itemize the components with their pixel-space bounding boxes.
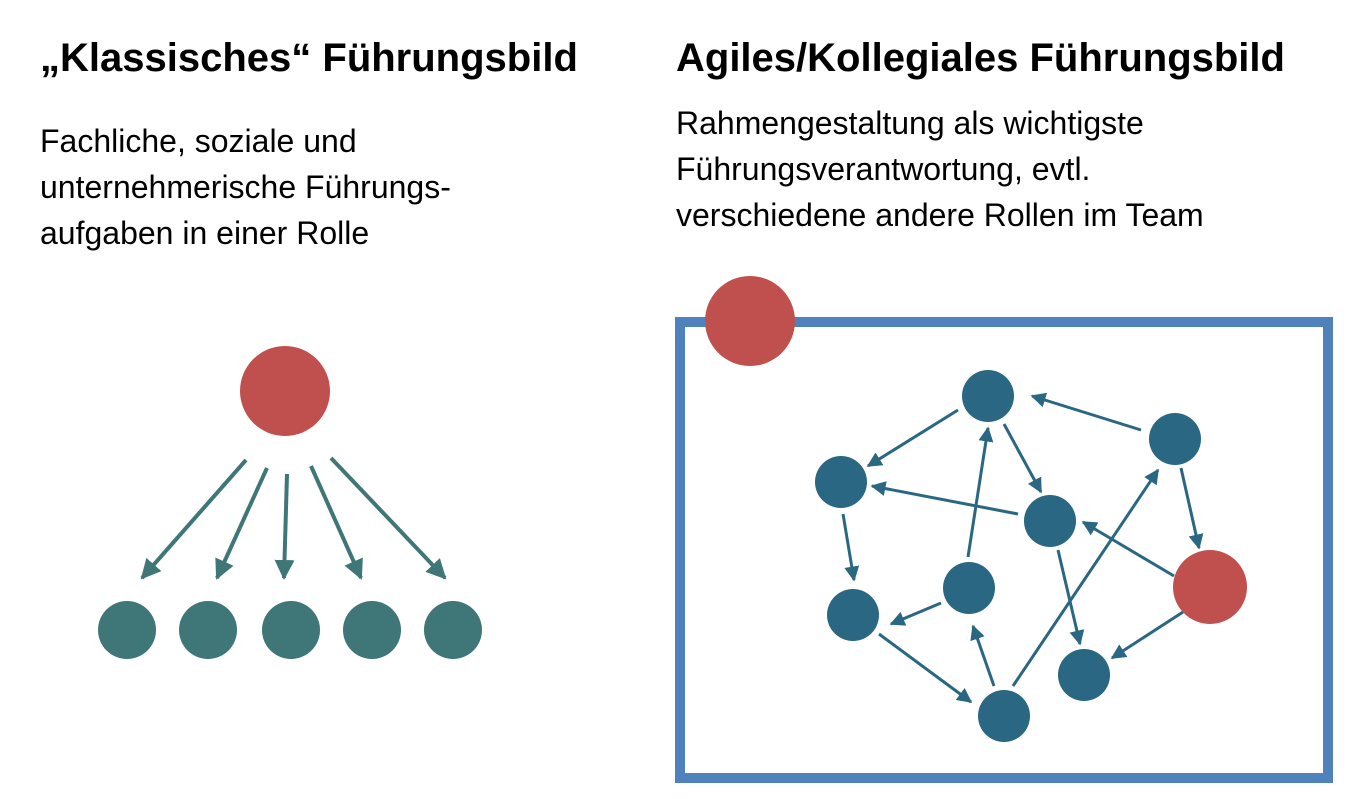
agile-arrow [1179, 467, 1204, 550]
classic-leadership-description: Fachliche, soziale und unternehmerische … [40, 118, 451, 256]
classic-leader-node [240, 346, 330, 436]
agile-arrow [1056, 549, 1085, 646]
agile-leadership-description: Rahmengestaltung als wichtigste Führungs… [676, 100, 1204, 238]
classic-description-line-3: aufgaben in einer Rolle [40, 215, 370, 251]
classic-arrow [140, 458, 248, 580]
classic-team-member-node [424, 601, 482, 659]
agile-team-leader-node [1173, 550, 1247, 624]
classic-description-line-2: unternehmerische Führungs- [40, 169, 451, 205]
agile-arrow [1011, 468, 1160, 687]
agile-arrow [970, 624, 996, 687]
classic-team-member-node [98, 601, 156, 659]
agile-description-line-3: verschiedene andere Rollen im Team [676, 197, 1204, 233]
agile-team-member-node [1058, 649, 1110, 701]
agile-arrow [889, 601, 942, 626]
agile-team-member-node [1024, 495, 1076, 547]
agile-arrow [1030, 392, 1142, 432]
classic-team-member-node [343, 601, 401, 659]
classic-arrow [329, 456, 447, 580]
classic-arrow [309, 465, 363, 580]
classic-description-line-1: Fachliche, soziale und [40, 123, 357, 159]
agile-team-member-node [962, 370, 1014, 422]
agile-framework-leader-node [705, 276, 795, 366]
classic-arrow [215, 467, 269, 580]
classic-leadership-title: „Klassisches“ Führungsbild [40, 36, 578, 80]
agile-team-member-node [815, 456, 867, 508]
classic-team-member-node [262, 601, 320, 659]
agile-arrow [866, 408, 959, 468]
agile-arrow [878, 632, 973, 704]
framework-frame [675, 317, 1333, 783]
agile-arrow [1081, 520, 1175, 578]
agile-description-line-2: Führungsverantwortung, evtl. [676, 151, 1091, 187]
classic-hierarchy-diagram [98, 346, 482, 659]
agile-leadership-title: Agiles/Kollegiales Führungsbild [676, 36, 1285, 80]
agile-team-member-node [827, 589, 879, 641]
agile-arrow [1002, 423, 1043, 494]
agile-description-line-1: Rahmengestaltung als wichtigste [676, 105, 1144, 141]
agile-arrow [966, 426, 994, 558]
classic-arrow [274, 473, 295, 580]
agile-arrow [870, 481, 1019, 516]
agile-team-member-node [1149, 413, 1201, 465]
classic-team-member-node [179, 601, 237, 659]
agile-team-member-node [978, 690, 1030, 742]
agile-arrow [841, 513, 860, 582]
agile-network-diagram [675, 276, 1333, 783]
agile-arrow [1110, 610, 1184, 660]
agile-team-member-node [943, 562, 995, 614]
